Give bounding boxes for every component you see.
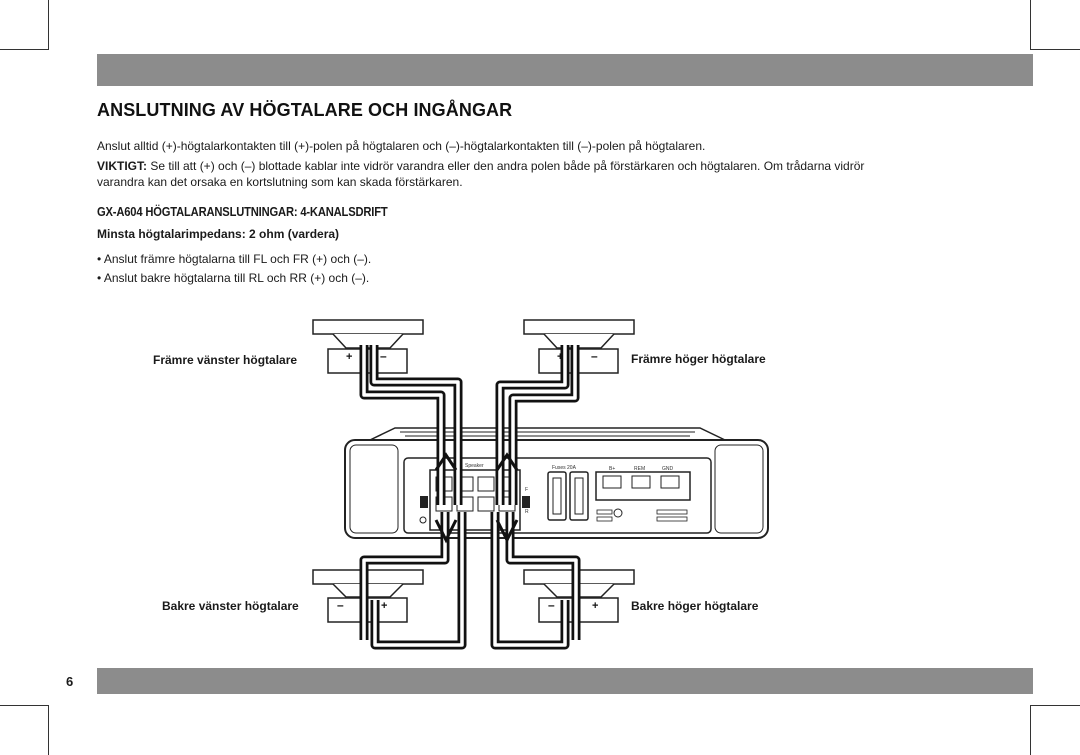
rear-channel-label: R: [525, 509, 529, 515]
crop-mark: [1030, 705, 1031, 755]
bullet-rear: • Anslut bakre högtalarna till RL och RR…: [97, 271, 370, 285]
front-right-speaker-label: Främre höger högtalare: [631, 352, 766, 366]
front-left-minus: –: [380, 349, 387, 363]
rear-left-minus: –: [337, 598, 344, 612]
header-bar: [97, 54, 1033, 86]
crop-mark: [1031, 705, 1080, 706]
amplifier: Speaker Fuses 20A B+ REM GND F R: [344, 427, 769, 539]
crop-mark: [1030, 0, 1031, 50]
wire-connectors: [434, 452, 519, 544]
b-plus-label: B+: [609, 466, 615, 472]
important-text-line2: varandra kan det orsaka en kortslutning …: [97, 175, 463, 189]
rear-left-plus: +: [381, 600, 387, 612]
speaker-terminal-label: Speaker: [465, 463, 484, 469]
intro-text: Anslut alltid (+)-högtalarkontakten till…: [97, 139, 706, 153]
front-right-minus: –: [591, 349, 598, 363]
crop-mark: [48, 0, 49, 50]
page-title: ANSLUTNING AV HÖGTALARE OCH INGÅNGAR: [97, 100, 513, 120]
important-text-line1: Se till att (+) och (–) blottade kablar …: [147, 159, 865, 173]
important-label: VIKTIGT:: [97, 159, 147, 173]
bullet-front: • Anslut främre högtalarna till FL och F…: [97, 252, 372, 266]
fuses-label: Fuses 20A: [552, 465, 577, 471]
front-left-speaker-label: Främre vänster högtalare: [153, 353, 298, 367]
crop-mark: [0, 49, 48, 50]
rear-right-minus: –: [548, 598, 555, 612]
front-channel-label: F: [525, 487, 528, 493]
impedance-heading: Minsta högtalarimpedans: 2 ohm (vardera): [97, 227, 340, 241]
rear-right-plus: +: [592, 600, 598, 612]
rear-right-speaker-label: Bakre höger högtalare: [631, 599, 759, 613]
section-subheading: GX-A604 HÖGTALARANSLUTNINGAR: 4-KANALSDR…: [97, 204, 388, 219]
gnd-label: GND: [662, 466, 674, 472]
crop-mark: [48, 705, 49, 755]
front-left-plus: +: [346, 351, 352, 363]
front-right-plus: +: [557, 351, 563, 363]
rem-label: REM: [634, 466, 645, 472]
footer-bar: [97, 668, 1033, 694]
crop-mark: [1031, 49, 1080, 50]
rear-left-speaker-label: Bakre vänster högtalare: [162, 599, 299, 613]
important-paragraph: VIKTIGT: Se till att (+) och (–) blottad…: [97, 158, 864, 190]
page-number: 6: [66, 674, 74, 689]
crop-mark: [0, 705, 48, 706]
